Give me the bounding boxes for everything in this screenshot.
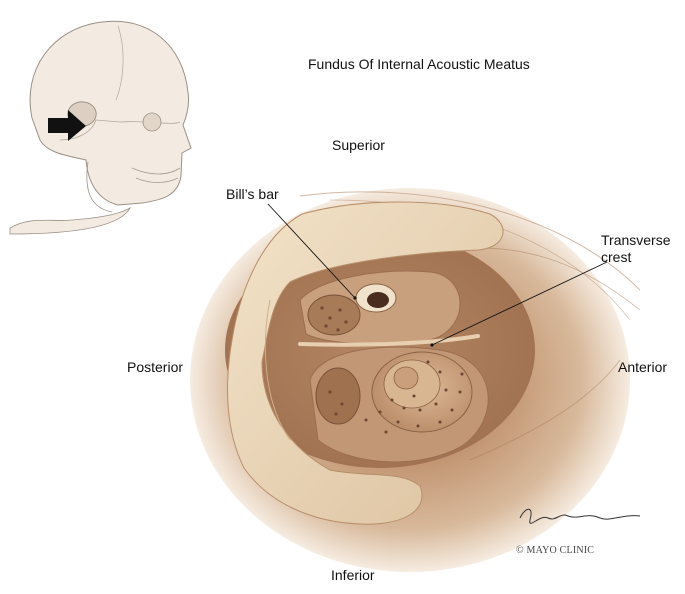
bills-bar-pointer: [353, 296, 357, 300]
superior-compartment: [299, 270, 461, 345]
label-inferior: Inferior: [331, 567, 375, 583]
skull-inset-icon: [9, 20, 192, 235]
copyright-notice: © MAYO CLINIC: [516, 545, 595, 556]
leader-lines: [267, 203, 608, 346]
facial-canal-opening: [367, 292, 389, 308]
label-superior: Superior: [332, 137, 385, 153]
artist-signature: [519, 508, 641, 524]
inferior-vestibular-area: [315, 367, 361, 425]
label-transverse-crest-line1: Transverse: [601, 232, 671, 248]
transverse-crest: [298, 334, 480, 347]
label-posterior: Posterior: [127, 359, 184, 375]
transverse-crest-pointer: [430, 343, 434, 347]
superior-vestibular-area: [307, 294, 361, 336]
label-transverse-crest-line2: crest: [601, 249, 632, 265]
diagram-title: Fundus Of Internal Acoustic Meatus: [308, 56, 530, 72]
meatus-rim: [227, 201, 504, 525]
inferior-compartment: [309, 346, 489, 463]
label-bills-bar: Bill’s bar: [226, 186, 279, 202]
label-transverse-crest: Transverse crest: [601, 232, 671, 266]
label-anterior: Anterior: [618, 359, 668, 375]
